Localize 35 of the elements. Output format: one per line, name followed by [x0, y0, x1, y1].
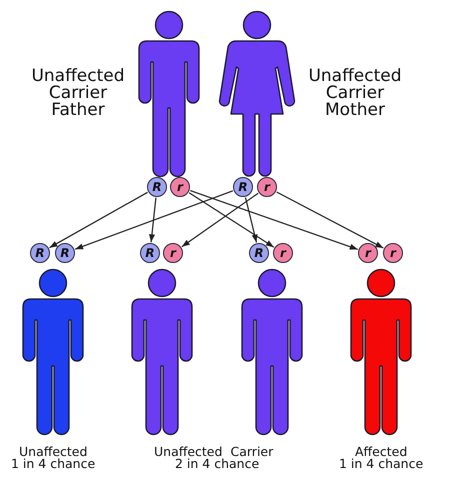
figure-caption: Affected	[355, 446, 408, 458]
allele-circle: R	[249, 243, 269, 263]
allele-circle: R	[30, 243, 50, 263]
allele-circle: R	[55, 243, 75, 263]
allele-circle: r	[358, 243, 378, 263]
allele-circle: r	[170, 177, 190, 197]
figure-caption: Unaffected Carrier Mother	[307, 68, 403, 119]
allele-circle: R	[140, 243, 160, 263]
man-figure	[138, 10, 200, 178]
figure-caption: 1 in 4 chance	[339, 458, 424, 470]
allele-circle: r	[383, 243, 403, 263]
man-figure	[241, 268, 303, 436]
allele-circle: r	[257, 177, 277, 197]
woman-figure	[218, 10, 296, 178]
allele-circle: R	[233, 177, 253, 197]
figure-caption: Carrier	[230, 446, 274, 458]
man-figure	[350, 268, 412, 436]
figure-caption: 1 in 4 chance	[11, 458, 96, 470]
arrow	[244, 197, 258, 243]
arrow	[188, 192, 274, 248]
allele-circle: R	[147, 177, 167, 197]
arrow	[276, 191, 384, 249]
allele-circle: r	[163, 243, 183, 263]
arrow	[74, 190, 234, 250]
arrow	[49, 192, 148, 248]
probability-text: 2 in 4 chance	[175, 458, 260, 470]
arrow	[148, 198, 156, 242]
figure-caption: Unaffected	[154, 446, 222, 458]
figure-caption: Unaffected	[19, 446, 88, 458]
allele-circle: r	[273, 243, 293, 263]
man-figure	[22, 268, 84, 436]
arrow	[181, 192, 259, 248]
arrow	[190, 190, 358, 250]
figure-caption: Unaffected Carrier Father	[30, 68, 126, 119]
man-figure	[131, 268, 193, 436]
